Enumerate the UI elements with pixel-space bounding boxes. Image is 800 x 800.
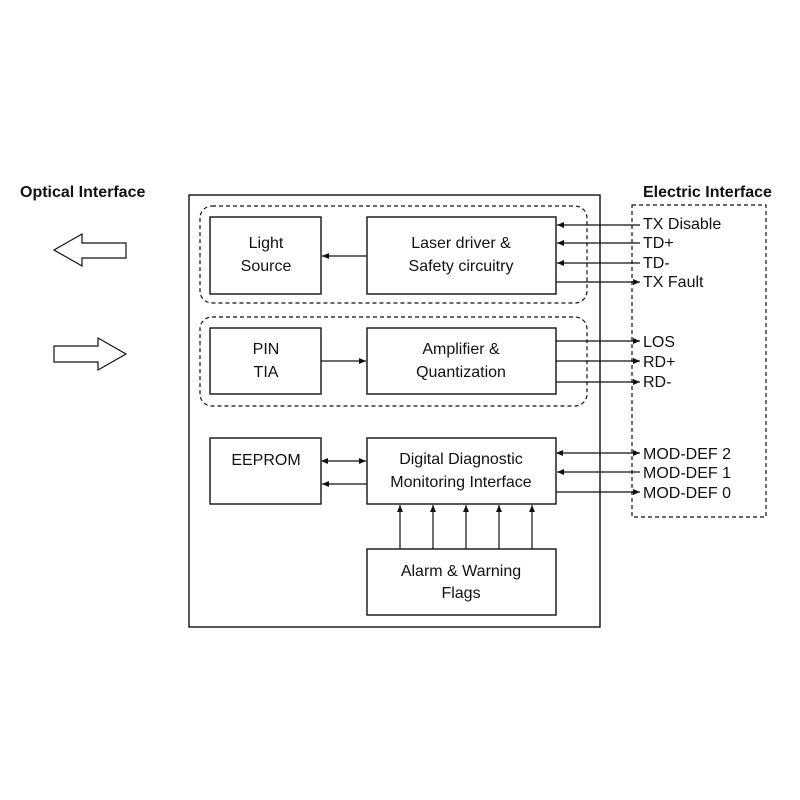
light-source-label-2: Source <box>241 258 292 275</box>
amplifier-label-1: Amplifier & <box>422 341 500 358</box>
pin-tia-label-2: TIA <box>254 364 279 381</box>
eeprom-block <box>209 437 322 505</box>
laser-driver-label-2: Safety circuitry <box>409 258 514 275</box>
signal-mod-def-2: MOD-DEF 2 <box>643 446 731 463</box>
alarm-flags-block <box>366 548 557 616</box>
optical-output-arrow <box>52 232 127 268</box>
signal-td-minus: TD- <box>643 255 670 272</box>
signal-tx-disable: TX Disable <box>643 216 721 233</box>
light-source-label-1: Light <box>249 235 284 252</box>
eeprom-label: EEPROM <box>231 452 300 469</box>
ddm-label-1: Digital Diagnostic <box>399 451 523 468</box>
transmitter-group <box>199 205 588 304</box>
signal-rd-minus: RD- <box>643 374 671 391</box>
amplifier-block <box>366 327 557 395</box>
signal-rd-plus: RD+ <box>643 354 675 371</box>
pin-tia-label-1: PIN <box>253 341 280 358</box>
optical-input-arrow <box>53 336 128 372</box>
pin-tia-block <box>209 327 322 395</box>
alarm-label-2: Flags <box>441 585 480 602</box>
alarm-label-1: Alarm & Warning <box>401 563 521 580</box>
ddm-label-2: Monitoring Interface <box>390 474 532 491</box>
electric-interface-title: Electric Interface <box>643 184 772 201</box>
ddm-block <box>366 437 557 505</box>
amplifier-label-2: Quantization <box>416 364 506 381</box>
signal-td-plus: TD+ <box>643 235 674 252</box>
signal-los: LOS <box>643 334 675 351</box>
light-source-block <box>209 216 322 295</box>
optical-interface-title: Optical Interface <box>20 184 145 201</box>
laser-driver-block <box>366 216 557 295</box>
signal-mod-def-0: MOD-DEF 0 <box>643 485 731 502</box>
signal-mod-def-1: MOD-DEF 1 <box>643 465 731 482</box>
laser-driver-label-1: Laser driver & <box>411 235 511 252</box>
signal-tx-fault: TX Fault <box>643 274 704 291</box>
